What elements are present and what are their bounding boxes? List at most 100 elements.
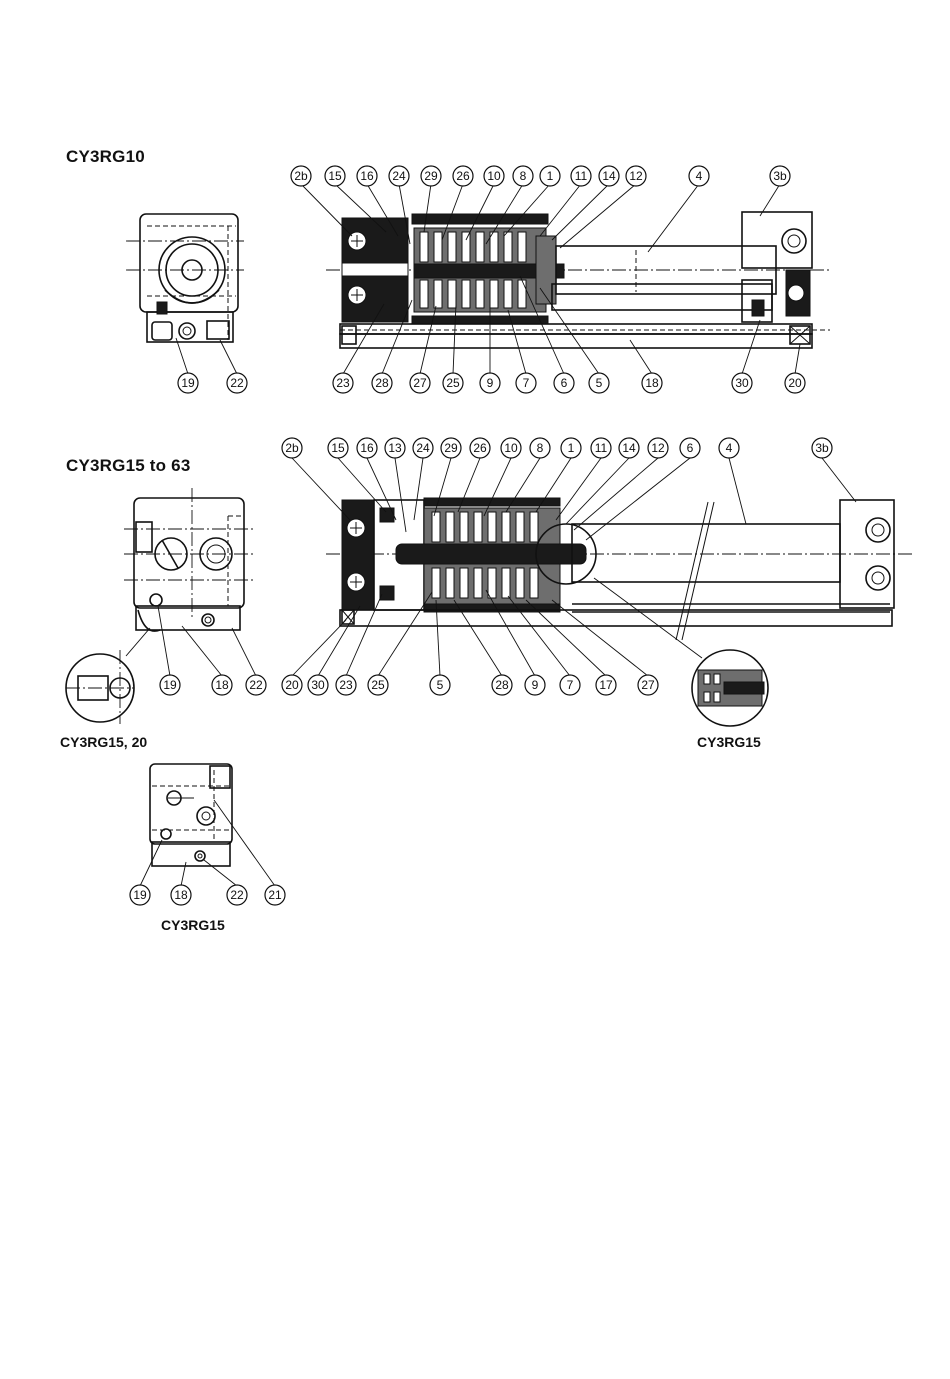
svg-text:2b: 2b xyxy=(294,169,308,183)
svg-text:12: 12 xyxy=(651,441,665,455)
balloon-cy3rg10-top-4: 4 xyxy=(689,166,709,186)
svg-text:28: 28 xyxy=(495,678,509,692)
svg-text:28: 28 xyxy=(375,376,389,390)
balloon-cy3rg15-top-1: 1 xyxy=(561,438,581,458)
balloon-cy3rg15-top-10: 10 xyxy=(501,438,521,458)
svg-text:10: 10 xyxy=(504,441,518,455)
svg-text:3b: 3b xyxy=(815,441,829,455)
balloon-cy3rg15-top-6: 6 xyxy=(680,438,700,458)
balloon-cy3rg10-top-8: 8 xyxy=(513,166,533,186)
balloon-cy3rg15-end2-21: 21 xyxy=(265,885,285,905)
balloon-cy3rg10-bottom-23: 23 xyxy=(333,373,353,393)
svg-text:25: 25 xyxy=(446,376,460,390)
balloon-cy3rg10-bottom-30: 30 xyxy=(732,373,752,393)
svg-text:27: 27 xyxy=(413,376,427,390)
svg-text:26: 26 xyxy=(456,169,470,183)
balloon-cy3rg15-top-15: 15 xyxy=(328,438,348,458)
svg-text:18: 18 xyxy=(645,376,659,390)
svg-text:11: 11 xyxy=(575,169,588,183)
svg-text:4: 4 xyxy=(696,169,703,183)
svg-text:22: 22 xyxy=(230,888,244,902)
balloon-cy3rg15-top-13: 13 xyxy=(385,438,405,458)
svg-text:19: 19 xyxy=(163,678,177,692)
svg-text:8: 8 xyxy=(520,169,527,183)
balloon-cy3rg15-bottom-17: 17 xyxy=(596,675,616,695)
balloon-cy3rg15-top-2b: 2b xyxy=(282,438,302,458)
svg-text:1: 1 xyxy=(547,169,554,183)
svg-text:29: 29 xyxy=(444,441,458,455)
svg-text:4: 4 xyxy=(726,441,733,455)
svg-text:9: 9 xyxy=(532,678,539,692)
balloon-cy3rg15-bottom-23: 23 xyxy=(336,675,356,695)
balloon-cy3rg15-end2-22: 22 xyxy=(227,885,247,905)
balloon-cy3rg10-bottom-9: 9 xyxy=(480,373,500,393)
svg-text:11: 11 xyxy=(595,441,608,455)
svg-text:16: 16 xyxy=(360,169,374,183)
svg-text:16: 16 xyxy=(360,441,374,455)
balloon-cy3rg15-end-19: 19 xyxy=(160,675,180,695)
balloon-cy3rg10-top-2b: 2b xyxy=(291,166,311,186)
svg-text:20: 20 xyxy=(285,678,299,692)
balloon-cy3rg10-top-29: 29 xyxy=(421,166,441,186)
svg-text:19: 19 xyxy=(181,376,195,390)
balloon-cy3rg10-bottom-28: 28 xyxy=(372,373,392,393)
balloon-cy3rg10-top-10: 10 xyxy=(484,166,504,186)
balloon-cy3rg15-bottom-20: 20 xyxy=(282,675,302,695)
balloon-cy3rg15-top-16: 16 xyxy=(357,438,377,458)
svg-text:14: 14 xyxy=(602,169,616,183)
svg-text:15: 15 xyxy=(328,169,342,183)
svg-text:30: 30 xyxy=(311,678,325,692)
balloon-cy3rg10-top-1: 1 xyxy=(540,166,560,186)
svg-text:17: 17 xyxy=(599,678,613,692)
balloon-cy3rg10-end-19: 19 xyxy=(178,373,198,393)
svg-text:12: 12 xyxy=(629,169,643,183)
svg-text:22: 22 xyxy=(230,376,244,390)
svg-text:26: 26 xyxy=(473,441,487,455)
svg-text:7: 7 xyxy=(567,678,574,692)
svg-text:10: 10 xyxy=(487,169,501,183)
svg-text:15: 15 xyxy=(331,441,345,455)
balloon-cy3rg10-top-24: 24 xyxy=(389,166,409,186)
balloon-cy3rg15-bottom-5: 5 xyxy=(430,675,450,695)
balloon-cy3rg15-top-14: 14 xyxy=(619,438,639,458)
balloon-cy3rg15-bottom-7: 7 xyxy=(560,675,580,695)
svg-text:30: 30 xyxy=(735,376,749,390)
balloon-cy3rg10-bottom-18: 18 xyxy=(642,373,662,393)
svg-text:5: 5 xyxy=(596,376,603,390)
balloon-cy3rg10-bottom-25: 25 xyxy=(443,373,463,393)
balloon-cy3rg15-bottom-25: 25 xyxy=(368,675,388,695)
svg-text:18: 18 xyxy=(174,888,188,902)
balloon-cy3rg15-top-24: 24 xyxy=(413,438,433,458)
balloon-cy3rg15-top-26: 26 xyxy=(470,438,490,458)
balloon-cy3rg15-end-22: 22 xyxy=(246,675,266,695)
balloon-cy3rg15-top-12: 12 xyxy=(648,438,668,458)
svg-text:8: 8 xyxy=(537,441,544,455)
svg-text:7: 7 xyxy=(523,376,530,390)
balloon-cy3rg10-bottom-6: 6 xyxy=(554,373,574,393)
balloon-cy3rg15-bottom-28: 28 xyxy=(492,675,512,695)
balloon-cy3rg15-top-3b: 3b xyxy=(812,438,832,458)
balloon-cy3rg15-bottom-30: 30 xyxy=(308,675,328,695)
svg-text:13: 13 xyxy=(388,441,402,455)
balloon-cy3rg10-top-15: 15 xyxy=(325,166,345,186)
svg-text:19: 19 xyxy=(133,888,147,902)
svg-text:22: 22 xyxy=(249,678,263,692)
end-view-cy3rg10 xyxy=(126,214,244,342)
svg-text:27: 27 xyxy=(641,678,655,692)
balloon-cy3rg10-end-22: 22 xyxy=(227,373,247,393)
balloon-cy3rg15-top-4: 4 xyxy=(719,438,739,458)
svg-text:3b: 3b xyxy=(773,169,787,183)
svg-text:2b: 2b xyxy=(285,441,299,455)
svg-text:6: 6 xyxy=(561,376,568,390)
balloon-cy3rg10-bottom-20: 20 xyxy=(785,373,805,393)
balloon-cy3rg10-top-14: 14 xyxy=(599,166,619,186)
svg-text:25: 25 xyxy=(371,678,385,692)
section-view-cy3rg15-63 xyxy=(326,498,912,726)
svg-text:24: 24 xyxy=(392,169,406,183)
balloon-cy3rg15-end-18: 18 xyxy=(212,675,232,695)
svg-text:18: 18 xyxy=(215,678,229,692)
balloon-cy3rg10-top-3b: 3b xyxy=(770,166,790,186)
balloon-cy3rg10-top-12: 12 xyxy=(626,166,646,186)
svg-text:5: 5 xyxy=(437,678,444,692)
